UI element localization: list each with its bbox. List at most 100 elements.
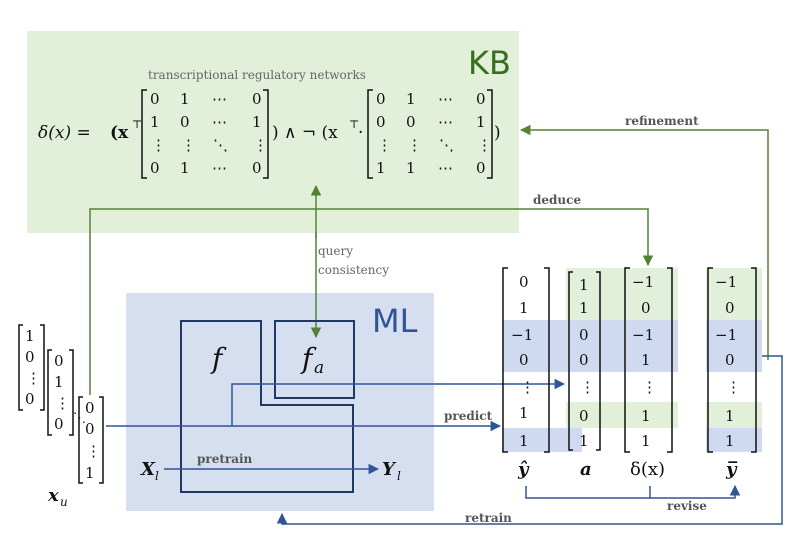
xu-v2-cell: 0 (54, 352, 64, 370)
xu-v3-cell: 1 (85, 464, 95, 482)
ybar-cell: 0 (725, 351, 735, 369)
formula-open1: (x (110, 123, 129, 143)
ml-title: ML (372, 302, 418, 340)
a-cell: 0 (579, 407, 589, 425)
xu-v2-cell: 1 (54, 373, 64, 391)
formula-lhs: δ(x) = (38, 123, 91, 143)
a-bracket (568, 271, 601, 451)
delta-cell: −1 (632, 273, 654, 291)
ybar-cell: 1 (725, 407, 735, 425)
ybar-cell: 0 (725, 299, 735, 317)
deduce-arrow (89, 208, 654, 395)
delta-bracket (624, 267, 673, 453)
m2-cell: ⋯ (438, 159, 453, 177)
m2-cell: 0 (376, 90, 386, 108)
column-a: 1 1 0 0 ⋮ 0 1 (568, 271, 601, 451)
m1-cell: ⋮ (253, 136, 268, 154)
yhat-cell: 1 (519, 299, 529, 317)
m1-cell: 1 (252, 113, 262, 131)
formula-transpose2: ⊤ (349, 118, 359, 131)
delta-cell: −1 (632, 326, 654, 344)
xu-v1-cell: 0 (25, 390, 35, 408)
yhat-cell: 1 (519, 404, 529, 422)
kb-subtitle: transcriptional regulatory networks (148, 68, 366, 82)
matrix1-bracket-left (141, 89, 147, 179)
model-fa-sub: a (314, 358, 324, 378)
yhat-cell: −1 (511, 326, 533, 344)
column-bands (502, 268, 762, 452)
m2-cell: 1 (376, 159, 386, 177)
ybar-bracket (707, 267, 757, 453)
matrix2-bracket-right (487, 89, 493, 179)
yhat-cell: 1 (519, 432, 529, 450)
m2-cell: 0 (376, 113, 386, 131)
matrix2-bracket-left (367, 89, 373, 179)
m2-cell: ⋮ (377, 136, 392, 154)
a-label: a (580, 459, 592, 480)
m1-cell: 0 (252, 159, 262, 177)
refinement-arrow (519, 124, 769, 360)
m2-cell: 0 (476, 90, 486, 108)
green-connectors (89, 124, 769, 395)
formula-close: ) (494, 123, 501, 143)
label-query: query (318, 244, 353, 258)
a-cell: 1 (579, 299, 589, 317)
a-cell: ⋮ (580, 378, 595, 396)
xu-v3-cell: 0 (85, 399, 95, 417)
ybar-cell: ⋮ (726, 378, 741, 396)
m1-cell: ⋮ (151, 136, 166, 154)
m1-cell: ⋮ (181, 136, 196, 154)
m1-cell: ⋯ (212, 90, 227, 108)
revise-bracket (525, 484, 741, 499)
yhat-cell: 0 (519, 273, 529, 291)
xl-sub: l (155, 469, 159, 483)
label-pretrain: pretrain (197, 452, 253, 466)
delta-label: δ(x) (630, 459, 665, 480)
xu-v1-cell: ⋮ (26, 369, 41, 387)
ybar-cell: −1 (715, 326, 737, 344)
ml-panel (126, 293, 434, 511)
m1-cell: ⋯ (212, 113, 227, 131)
delta-cell: 0 (641, 299, 651, 317)
m2-cell: 1 (476, 113, 486, 131)
m2-cell: ⋱ (439, 136, 454, 154)
yhat-cell: ⋮ (520, 378, 535, 396)
m2-cell: ⋮ (477, 136, 492, 154)
xu-v1-cell: 1 (25, 327, 35, 345)
label-deduce: deduce (533, 193, 581, 207)
xu-label: x (47, 485, 59, 506)
m1-cell: 0 (252, 90, 262, 108)
a-cell: 0 (579, 351, 589, 369)
matrix2: 0 1 ⋯ 0 0 0 ⋯ 1 ⋮ ⋮ ⋱ ⋮ 1 1 ⋯ 0 (376, 90, 492, 177)
formula-dot: · (358, 123, 363, 143)
m1-cell: 1 (150, 113, 160, 131)
m2-cell: ⋯ (438, 90, 453, 108)
m1-cell: 0 (150, 159, 160, 177)
kb-panel (27, 31, 519, 233)
ybar-cell: −1 (715, 273, 737, 291)
m2-cell: 1 (406, 90, 416, 108)
delta-cell: 1 (641, 351, 651, 369)
column-yhat: 0 1 −1 0 ⋮ 1 1 (502, 267, 550, 453)
m1-cell: ⋯ (212, 159, 227, 177)
a-cell: 1 (579, 432, 589, 450)
a-cell: 0 (579, 326, 589, 344)
m1-cell: 1 (180, 90, 190, 108)
delta-cell: 1 (641, 407, 651, 425)
xu-v3-cell: 0 (85, 420, 95, 438)
xu-vectors: 1 0 ⋮ 0 0 1 ⋮ 0 ⋱ 0 0 ⋮ 1 (18, 324, 104, 484)
xl-label: X (140, 459, 156, 480)
yl-sub: l (397, 469, 401, 483)
yl-label: Y (382, 459, 397, 480)
ybar-cell: 1 (725, 432, 735, 450)
model-f-shape (180, 320, 354, 493)
xu-v3-bracket (78, 396, 104, 484)
xu-v2-bracket (47, 349, 74, 436)
m2-cell: 0 (476, 159, 486, 177)
m2-cell: ⋯ (438, 113, 453, 131)
m1-cell: 0 (180, 113, 190, 131)
label-retrain: retrain (465, 511, 512, 525)
label-refinement: refinement (625, 114, 699, 128)
m1-cell: ⋱ (213, 136, 228, 154)
